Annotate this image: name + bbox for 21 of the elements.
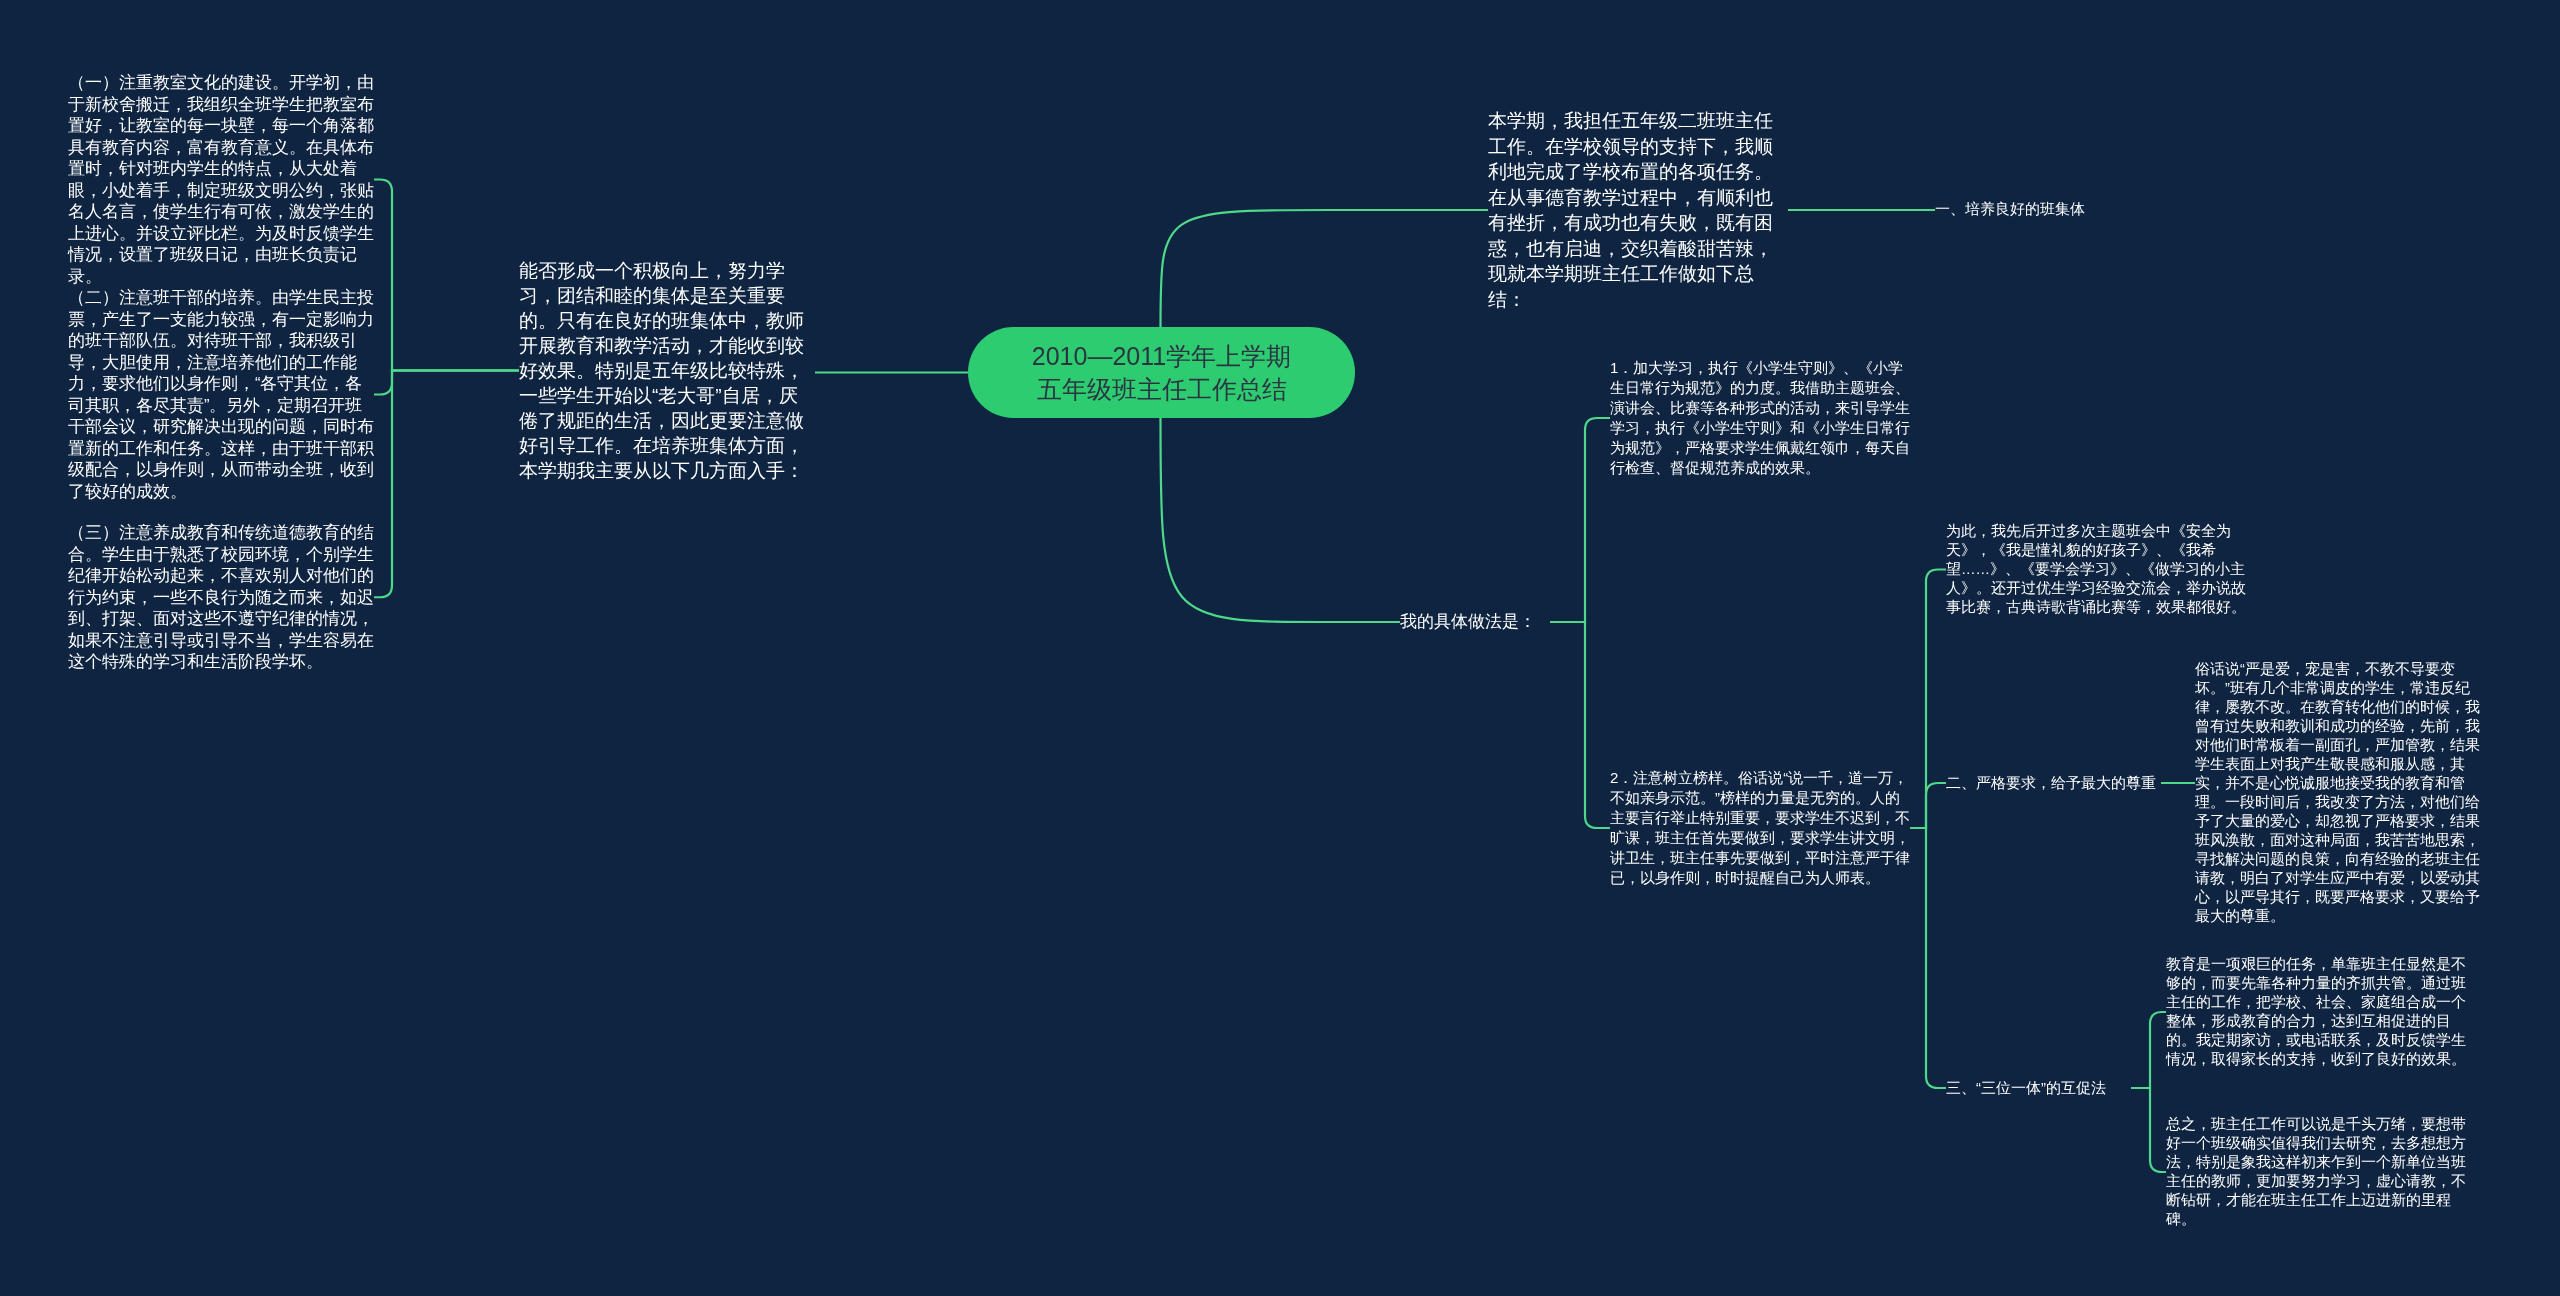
connector-line: [1159, 208, 1488, 327]
topic-text: 我的具体做法是：: [1400, 611, 1550, 633]
paragraph-text: 1．加大学习，执行《小学生守则》、《小学生日常行为规范》的力度。我借助主题班会、演讲会、比赛等各种形式的活动，来引导学生学习，执行《小学生守则》和《小学生日常行为规范》，严格要求学生佩戴红领巾，每天自行检查、督促规范养成的效果。: [1610, 358, 1910, 478]
paragraph-text: （二）注意班干部的培养。由学生民主投票，产生了一支能力较强，有一定影响力的班干部队伍。对待班干部，我积级引导，大胆使用，注意培养他们的工作能力，要求他们以身作则，“各守其位，各司其职，各尽其责”。另外，定期召开班干部会议，研究解决出现的问题，同时布置新的工作和任务。这样，由于班干部积级配合，以身作则，从而带动全班，收到了较好的成效。: [68, 287, 374, 502]
central-topic: 2010—2011学年上学期五年级班主任工作总结: [968, 327, 1355, 418]
paragraph-text: 教育是一项艰巨的任务，单靠班主任显然是不够的，而要先靠各种力量的齐抓共管。通过班主任的工作，把学校、社会、家庭组合成一个整体，形成教育的合力，达到互相促进的目的。我定期家访，或电话联系，及时反馈学生情况，取得家长的支持，收到了良好的效果。: [2166, 955, 2471, 1069]
connector-line: [1159, 418, 1400, 624]
paragraph-text: 2．注意树立榜样。俗话说“说一千，道一万，不如亲身示范。”榜样的力量是无穷的。人的主要言行举止特别重要，要求学生不迟到，不旷课，班主任首先要做到，要求学生讲文明，讲卫生，班主任事先要做到，平时注意严于律已，以身作则，时时提醒自己为人师表。: [1610, 768, 1910, 888]
topic-text: 能否形成一个积极向上，努力学习，团结和睦的集体是至关重要的。只有在良好的班集体中，教师开展教育和教学活动，才能收到较好效果。特别是五年级比较特殊，一些学生开始以“老大哥”自居，厌倦了规距的生活，因此更要注意做好引导工作。在培养班集体方面，本学期我主要从以下几方面入手：: [519, 258, 815, 483]
paragraph-text: 为此，我先后开过多次主题班会中《安全为天》，《我是懂礼貌的好孩子》、《我希望……》、《要学会学习》、《做学习的小主人》。还开过优生学习经验交流会，举办说故事比赛，古典诗歌背诵比赛等，效果都很好。: [1946, 522, 2246, 617]
paragraph-text: （三）注意养成教育和传统道德教育的结合。学生由于熟悉了校园环境，个别学生纪律开始松动起来，不喜欢别人对他们的行为约束，一些不良行为随之而来，如迟到、打架、面对这些不遵守纪律的情况，如果不注意引导或引导不当，学生容易在这个特殊的学习和生活阶段学坏。: [68, 522, 374, 673]
paragraph-text: 俗话说“严是爱，宠是害，不教不导要变坏。”班有几个非常调皮的学生，常违反纪律，屡教不改。在教育转化他们的时候，我曾有过失败和教训和成功的经验，先前，我对他们时常板着一副面孔，严加管教，结果学生表面上对我产生敬畏感和服从感，其实，并不是心悦诚服地接受我的教育和管理。一段时间后，我改变了方法，对他们给予了大量的爱心，却忽视了严格要求，结果班风涣散，面对这种局面，我苦苦地思索，寻找解决问题的良策，向有经验的老班主任请教，明白了对学生应严中有爱，以爱动其心，以严导其行，既要严格要求，又要给予最大的尊重。: [2195, 660, 2485, 926]
paragraph-text: （一）注重教室文化的建设。开学初，由于新校舍搬迁，我组织全班学生把教室布置好，让教室的每一块壁，每一个角落都具有教育内容，富有教育意义。在具体布置时，针对班内学生的特点，从大处着眼，小处着手，制定班级文明公约，张贴名人名言，使学生行有可依，激发学生的上进心。并设立评比栏。为及时反馈学生情况，设置了班级日记，由班长负责记录。: [68, 72, 374, 287]
topic-text: 一、培养良好的班集体: [1935, 200, 2135, 219]
topic-text: 二、严格要求，给予最大的尊重: [1946, 773, 2161, 793]
connector-line: [2161, 781, 2195, 785]
connector-line: [815, 371, 968, 374]
topic-text: 本学期，我担任五年级二班班主任工作。在学校领导的支持下，我顺利地完成了学校布置的各项任务。在从事德育教学过程中，有顺利也有挫折，有成功也有失败，既有困惑，也有启迪，交织着酸甜苦辣，现就本学期班主任工作做如下总结：: [1488, 108, 1788, 312]
topic-text: 三、“三位一体”的互促法: [1946, 1078, 2131, 1098]
paragraph-text: 总之，班主任工作可以说是千头万绪，要想带好一个班级确实值得我们去研究，去多想想方法，特别是象我这样初来乍到一个新单位当班主任的教师，更加要努力学习，虚心请教，不断钻研，才能在班主任工作上迈进新的里程碑。: [2166, 1115, 2471, 1229]
connector-line: [1788, 208, 1935, 212]
